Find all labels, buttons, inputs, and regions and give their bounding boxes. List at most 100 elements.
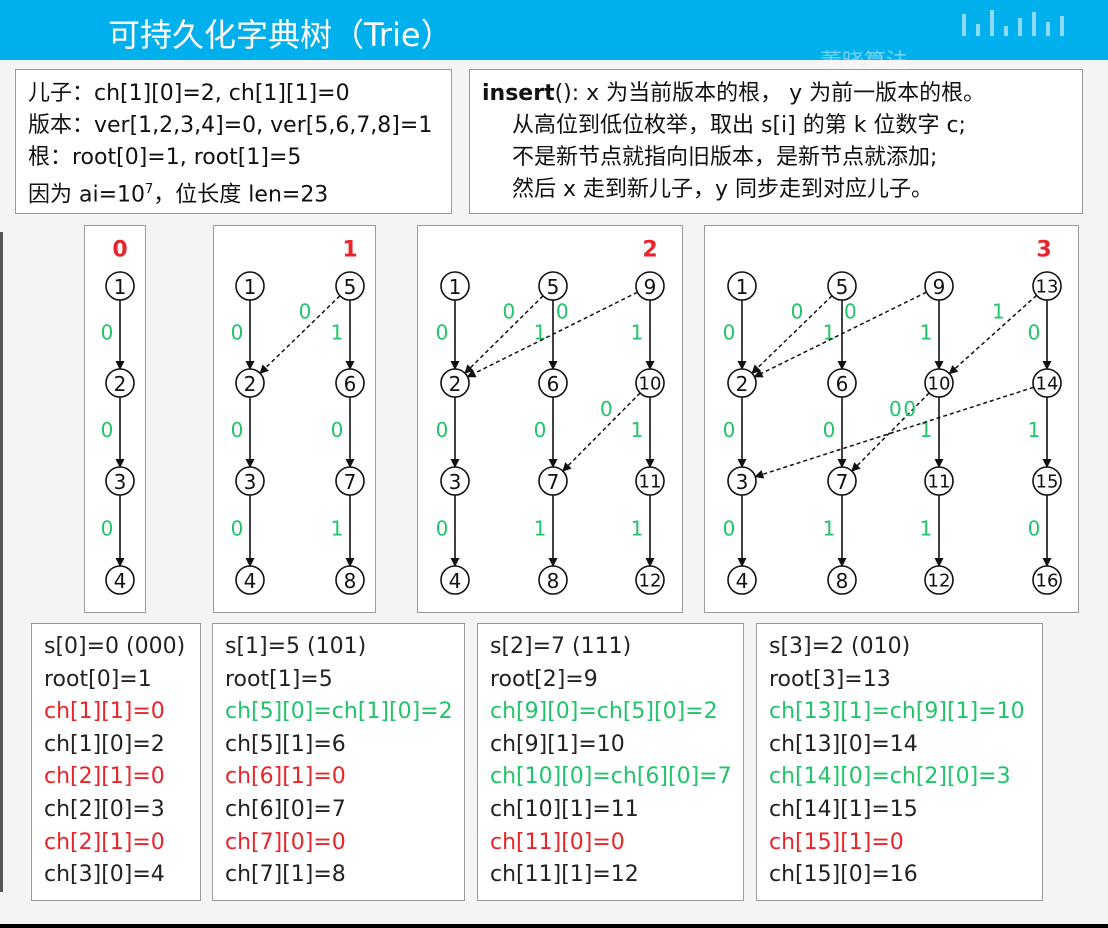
- trie-node-label-v3-10: 10: [928, 374, 951, 395]
- title-bar: 可持久化字典树（Trie） 董晓算法: [0, 0, 1108, 75]
- edge-label-v3-c0-2: 0: [723, 517, 736, 541]
- version-3-label: 3: [1036, 238, 1051, 263]
- trie-node-label-v1-6: 6: [344, 372, 357, 396]
- trie-node-v1-1: [235, 271, 265, 301]
- edge-label-v3-c1-1: 0: [823, 418, 836, 442]
- trie-node-label-v2-10: 10: [639, 374, 662, 395]
- table-1-line-2: ch[5][0]=ch[1][0]=2: [225, 699, 453, 725]
- trie-node-v0-2: [105, 368, 135, 398]
- trie-node-v1-3: [235, 466, 265, 496]
- edge-label-v3-c0-1: 0: [723, 418, 736, 442]
- trie-node-v3-8: [827, 565, 857, 595]
- note-root: 根：root[0]=1, root[1]=5: [28, 145, 302, 170]
- pointer-edge-label-v2-0: 0: [503, 300, 516, 324]
- edge-label-v3-c3-2: 0: [1028, 517, 1041, 541]
- trie-node-label-v3-3: 3: [736, 470, 749, 494]
- pointer-edge-label-v2-2: 0: [600, 397, 613, 421]
- trie-node-label-v2-12: 12: [639, 571, 662, 592]
- trie-node-v1-2: [235, 368, 265, 398]
- table-1-line-0: s[1]=5 (101): [225, 634, 367, 659]
- version-2-label: 2: [642, 238, 657, 263]
- insert-line-3: 不是新节点就指向旧版本，是新节点就添加;: [512, 145, 938, 170]
- pointer-edge-v2-1: [466, 291, 638, 378]
- table-2-line-5: ch[10][1]=11: [490, 797, 639, 822]
- table-3-line-2: ch[13][1]=ch[9][1]=10: [769, 699, 1025, 725]
- table-0-line-7: ch[3][0]=4: [44, 862, 165, 888]
- trie-node-label-v0-2: 2: [114, 372, 127, 396]
- table-0-line-1: root[0]=1: [44, 666, 152, 692]
- trie-node-v2-4: [440, 565, 470, 595]
- insert-line-4: 然后 x 走到新儿子，y 同步走到对应儿子。: [512, 177, 934, 202]
- edge-label-v1-c1-0: 1: [331, 321, 344, 345]
- trie-node-label-v3-12: 12: [928, 571, 951, 592]
- edge-label-v0-c0-0: 0: [101, 321, 114, 345]
- table-0-line-2: ch[1][1]=0: [44, 699, 165, 725]
- edge-label-v0-c0-1: 0: [101, 418, 114, 442]
- table-0-line-3: ch[1][0]=2: [44, 731, 165, 757]
- trie-node-label-v2-1: 1: [449, 275, 462, 299]
- table-0-line-4: ch[2][1]=0: [44, 764, 165, 790]
- slide-title: 可持久化字典树（Trie）: [108, 16, 453, 54]
- pointer-edge-label-v3-2: 0: [889, 397, 902, 421]
- table-2-line-6: ch[11][0]=0: [490, 829, 625, 855]
- notes-right-box: insert(): x 为当前版本的根， y 为前一版本的根。 从高位到低位枚举…: [469, 69, 1083, 214]
- table-2-line-2: ch[9][0]=ch[5][0]=2: [490, 699, 718, 725]
- trie-node-label-v3-4: 4: [736, 569, 749, 593]
- note-bit-length-suffix: ，位长度 len=23: [153, 182, 329, 208]
- trie-node-label-v1-3: 3: [244, 470, 257, 494]
- table-1-line-6: ch[7][0]=0: [225, 829, 346, 855]
- trie-node-label-v2-8: 8: [547, 569, 560, 593]
- table-0-line-0: s[0]=0 (000): [44, 634, 186, 659]
- edge-label-v0-c0-2: 0: [101, 517, 114, 541]
- trie-node-label-v0-1: 1: [114, 275, 127, 299]
- version-0-label: 0: [112, 238, 127, 263]
- trie-diagram: 0000123410001234101567802000123410156781…: [101, 238, 1062, 595]
- trie-node-label-v1-5: 5: [344, 275, 357, 299]
- pointer-edge-v1-0: [259, 295, 341, 374]
- trie-node-v3-12: [924, 565, 954, 595]
- pointer-edge-label-v3-1: 0: [844, 300, 857, 324]
- trie-node-v3-11: [924, 466, 954, 496]
- pointer-edge-v2-2: [562, 392, 641, 472]
- trie-node-v2-7: [538, 466, 568, 496]
- edge-label-v2-c1-2: 1: [534, 517, 547, 541]
- trie-node-v3-3: [727, 466, 757, 496]
- trie-node-v1-8: [335, 565, 365, 595]
- table-0-box: [31, 623, 201, 901]
- trie-node-v3-2: [727, 368, 757, 398]
- edge-label-v3-c0-0: 0: [723, 321, 736, 345]
- trie-node-label-v2-11: 11: [639, 472, 662, 493]
- edge-label-v2-c1-1: 0: [534, 418, 547, 442]
- left-edge-line: [0, 232, 3, 892]
- table-2-line-3: ch[9][1]=10: [490, 731, 625, 757]
- trie-node-label-v2-7: 7: [547, 470, 560, 494]
- trie-node-label-v1-7: 7: [344, 470, 357, 494]
- trie-node-label-v1-1: 1: [244, 275, 257, 299]
- insert-line-2: 从高位到低位枚举，取出 s[i] 的第 k 位数字 c;: [512, 113, 966, 138]
- trie-node-v1-4: [235, 565, 265, 595]
- trie-node-label-v2-2: 2: [449, 372, 462, 396]
- trie-node-v3-6: [827, 368, 857, 398]
- edge-label-v1-c0-0: 0: [231, 321, 244, 345]
- trie-node-label-v3-8: 8: [836, 569, 849, 593]
- edge-label-v2-c2-1: 1: [631, 418, 644, 442]
- trie-node-label-v3-7: 7: [836, 470, 849, 494]
- trie-node-v3-15: [1032, 466, 1062, 496]
- edge-label-v3-c3-0: 0: [1028, 321, 1041, 345]
- edge-label-v3-c2-2: 1: [920, 517, 933, 541]
- trie-node-label-v2-4: 4: [449, 569, 462, 593]
- table-3-box: [756, 623, 1043, 901]
- trie-node-label-v1-8: 8: [344, 569, 357, 593]
- note-version: 版本：ver[1,2,3,4]=0, ver[5,6,7,8]=1: [28, 113, 433, 138]
- trie-node-v1-5: [335, 271, 365, 301]
- trie-node-label-v3-11: 11: [928, 472, 951, 493]
- trie-node-v3-5: [827, 271, 857, 301]
- table-2-line-1: root[2]=9: [490, 666, 598, 692]
- edge-label-v2-c2-2: 1: [631, 517, 644, 541]
- table-2-box: [477, 623, 744, 901]
- trie-node-label-v3-13: 13: [1036, 277, 1059, 298]
- pointer-edge-label-v3-4: 0: [903, 397, 916, 421]
- notes-left-box: 儿子：ch[1][0]=2, ch[1][1]=0 版本：ver[1,2,3,4…: [15, 69, 452, 214]
- pointer-edge-label-v1-0: 0: [299, 300, 312, 324]
- trie-node-v2-2: [440, 368, 470, 398]
